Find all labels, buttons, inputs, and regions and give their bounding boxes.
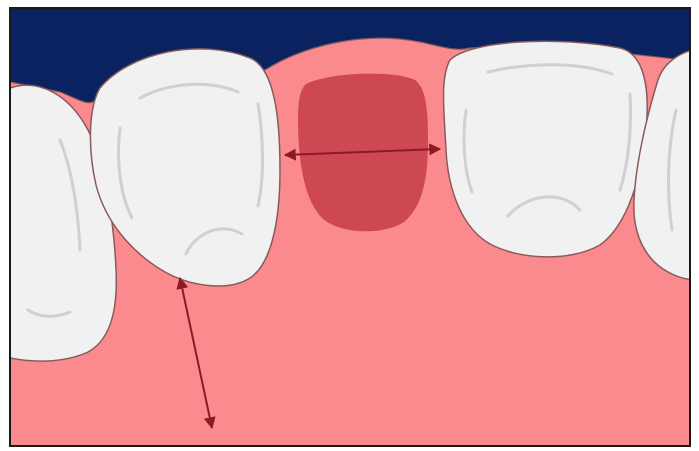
scene bbox=[10, 8, 699, 451]
tooth-central-incisor bbox=[444, 41, 648, 257]
